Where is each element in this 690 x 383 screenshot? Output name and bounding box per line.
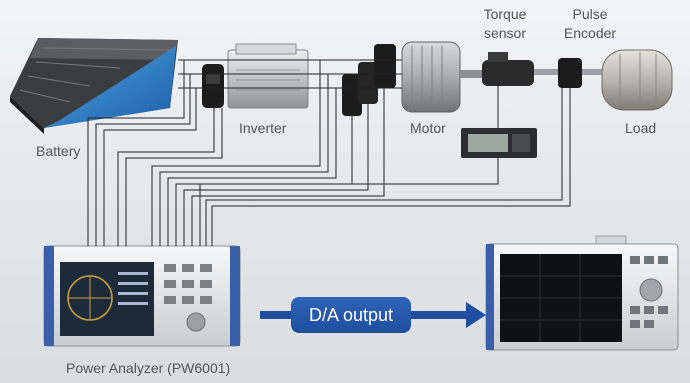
da-output-label: D/A output	[291, 297, 411, 333]
measurement-wires	[87, 60, 571, 246]
torque-sensor-image	[482, 52, 558, 86]
battery-label: Battery	[36, 143, 81, 159]
power-analyzer-label: Power Analyzer (PW6001)	[66, 360, 231, 376]
motor-label: Motor	[410, 120, 446, 136]
inverter-image	[227, 43, 309, 109]
battery-image	[10, 38, 178, 134]
motor-image	[401, 41, 482, 113]
power-wires	[178, 59, 402, 89]
torque-sensor-label-line1: Torque	[483, 6, 527, 22]
pulse-encoder-label-line1: Pulse	[572, 6, 608, 22]
current-sensor-icon	[202, 64, 224, 108]
torque-sensor-label-line2: sensor	[483, 25, 527, 41]
pulse-encoder-image	[558, 58, 602, 88]
load-image	[601, 49, 673, 111]
recorder-image	[485, 235, 679, 351]
current-sensor-group-icon	[342, 44, 396, 116]
torque-meter-image	[461, 128, 537, 158]
inverter-label: Inverter	[239, 120, 287, 136]
load-label: Load	[625, 120, 657, 136]
pulse-encoder-label-line2: Encoder	[563, 25, 617, 41]
power-analyzer-image	[43, 245, 241, 347]
